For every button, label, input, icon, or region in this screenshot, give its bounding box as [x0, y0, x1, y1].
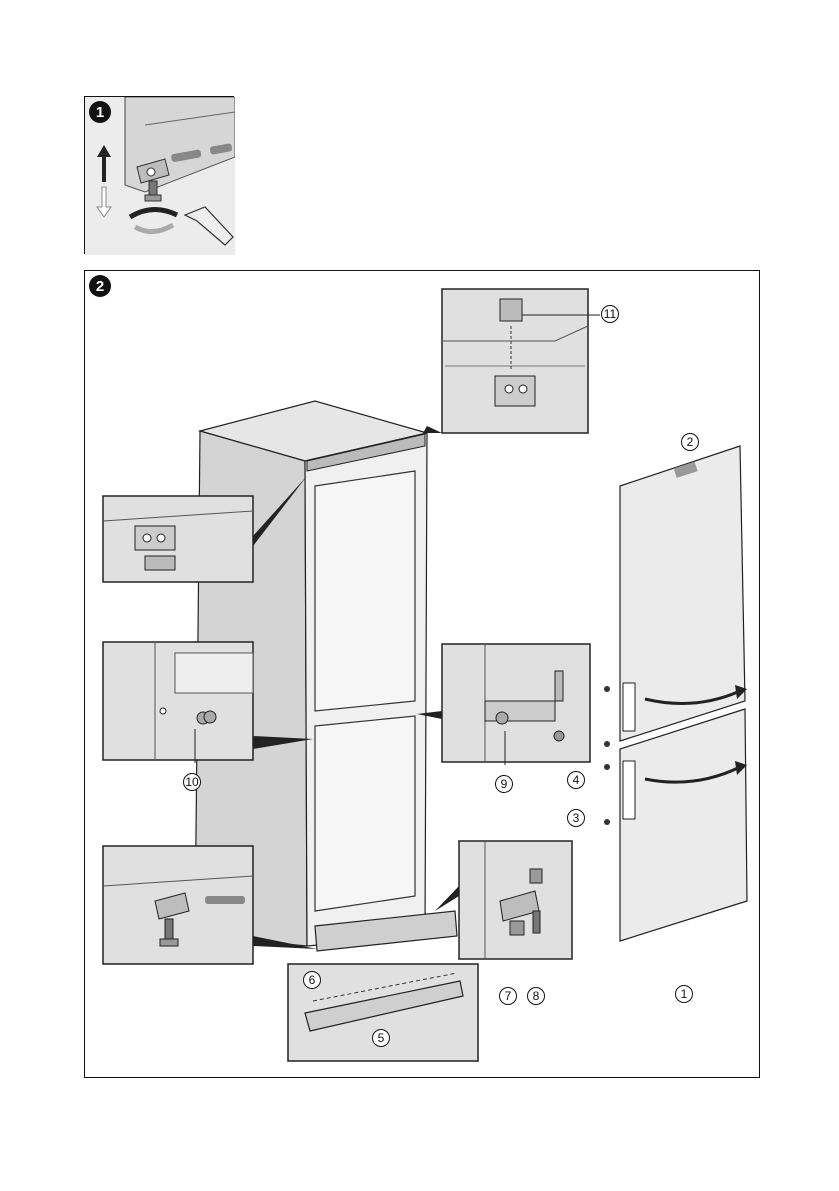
callout-8: 8	[527, 987, 545, 1005]
callout-6: 6	[303, 971, 321, 989]
step-2-illustration	[85, 271, 761, 1079]
door-panels	[604, 446, 747, 941]
step-2-badge: 2	[89, 275, 111, 297]
callout-10: 10	[183, 773, 201, 791]
callout-5: 5	[372, 1029, 390, 1047]
callout-9: 9	[495, 775, 513, 793]
detail-top-bracket	[442, 289, 600, 433]
detail-lower-right-foot	[459, 841, 572, 959]
step-2-panel: 2 1 2 3 4 5 6 7 8 9 10 11	[84, 270, 760, 1078]
callout-3: 3	[567, 809, 585, 827]
step-1-badge: 1	[89, 101, 111, 123]
callout-1: 1	[675, 985, 693, 1003]
detail-middle-right-hinge	[442, 644, 590, 765]
detail-lower-left-foot	[103, 846, 253, 964]
step-1-panel: 1	[84, 96, 234, 254]
callout-11: 11	[601, 305, 619, 323]
callout-2: 2	[681, 433, 699, 451]
callout-4: 4	[567, 771, 585, 789]
detail-upper-left-bracket	[103, 496, 253, 582]
detail-middle-left-hinge	[103, 642, 253, 763]
step-1-illustration	[85, 97, 235, 255]
callout-7: 7	[499, 987, 517, 1005]
